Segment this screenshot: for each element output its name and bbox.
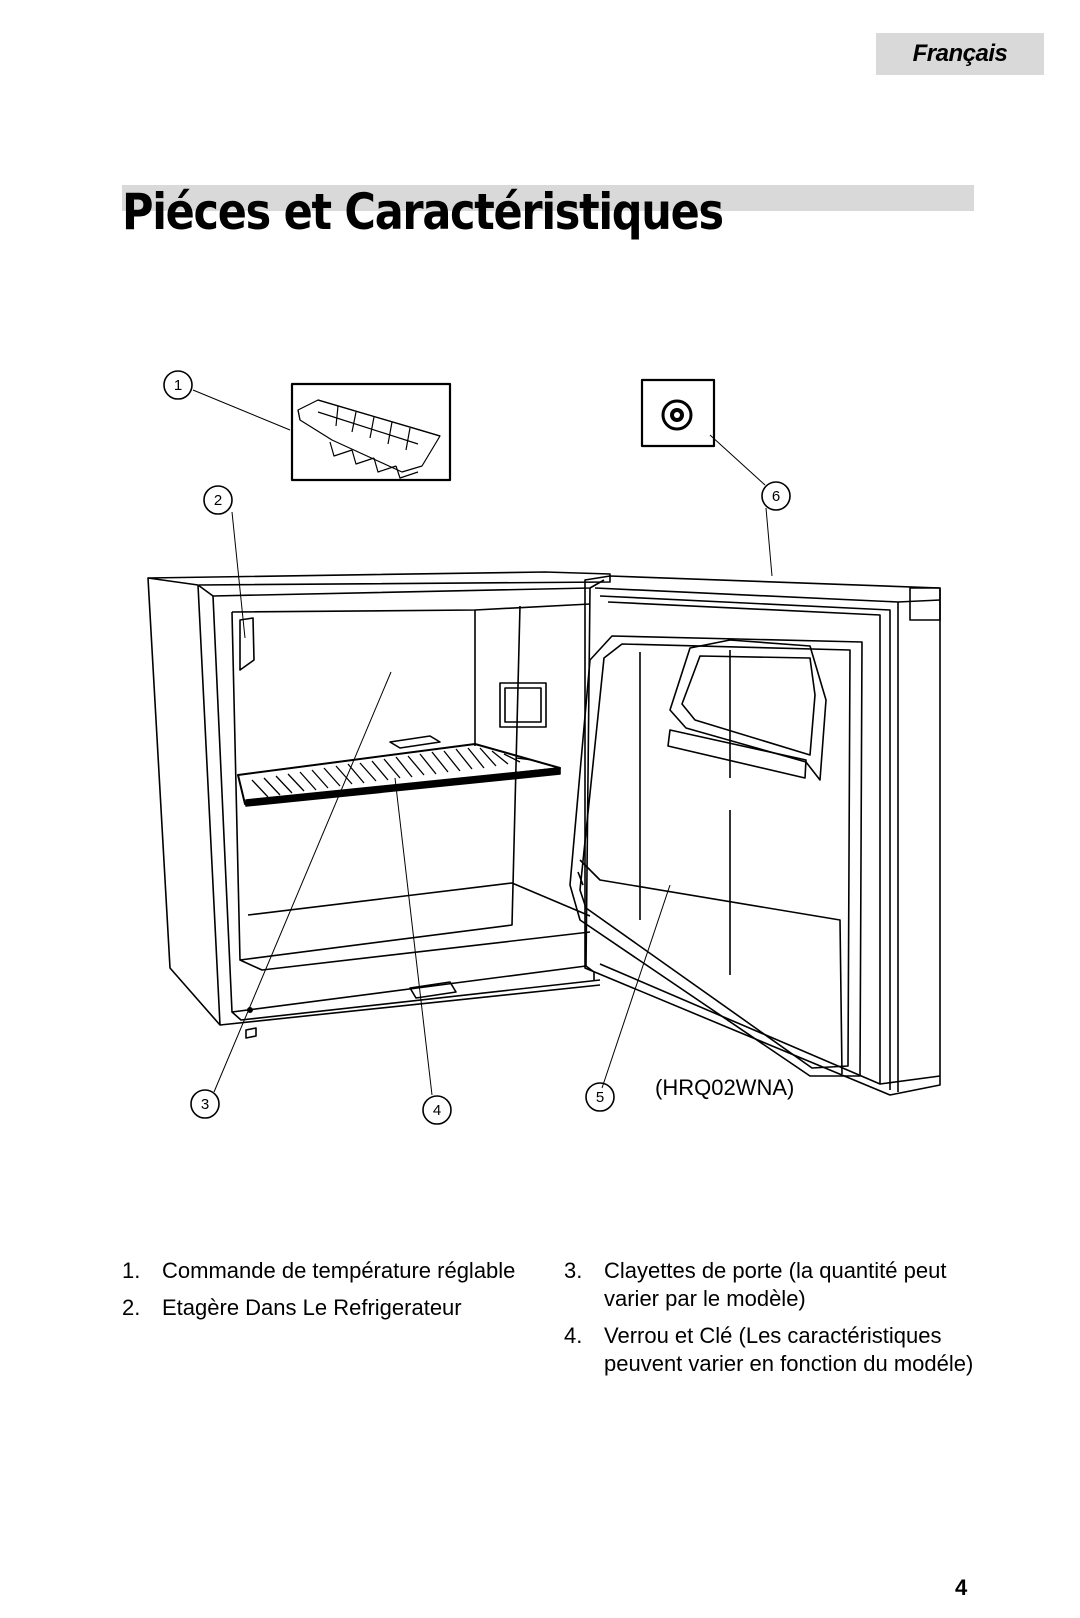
- callout-1: 1: [163, 370, 193, 400]
- refrigerator-door: [569, 575, 941, 1096]
- list-item-text: Verrou et Clé (Les caractéristiques peuv…: [604, 1323, 974, 1376]
- svg-text:5: 5: [596, 1089, 604, 1106]
- list-item-number: 1.: [122, 1258, 141, 1283]
- callout-6: 6: [761, 481, 791, 511]
- refrigerator-diagram: 1 2 3 4 5 6 (HRQ02WNA): [0, 360, 1080, 1160]
- lock-inset: [640, 378, 716, 448]
- list-item-number: 2.: [122, 1295, 141, 1320]
- svg-text:6: 6: [772, 488, 780, 505]
- svg-text:3: 3: [201, 1096, 209, 1113]
- page-title: Piéces et Caractéristiques: [122, 183, 724, 241]
- list-item-text: Clayettes de porte (la quantité peut var…: [604, 1258, 947, 1311]
- language-tab: Français: [876, 33, 1044, 75]
- parts-list-left: 1. Commande de température réglable 2. E…: [122, 1257, 552, 1331]
- list-item-text: Etagère Dans Le Refrigerateur: [162, 1295, 462, 1320]
- list-item-number: 3.: [564, 1258, 583, 1283]
- svg-text:4: 4: [433, 1102, 441, 1119]
- refrigerator-cabinet: [147, 571, 611, 1039]
- list-item: 4. Verrou et Clé (Les caractéristiques p…: [564, 1322, 974, 1378]
- model-label: (HRQ02WNA): [655, 1075, 794, 1100]
- svg-text:2: 2: [214, 492, 222, 509]
- page-number: 4: [955, 1575, 968, 1600]
- callout-3: 3: [190, 1089, 220, 1119]
- list-item-number: 4.: [564, 1323, 583, 1348]
- callout-leaders: [192, 389, 773, 1096]
- callout-5: 5: [585, 1082, 615, 1112]
- list-item: 3. Clayettes de porte (la quantité peut …: [564, 1257, 974, 1313]
- list-item: 2. Etagère Dans Le Refrigerateur: [122, 1294, 552, 1322]
- callout-4: 4: [422, 1095, 452, 1125]
- callout-2: 2: [203, 485, 233, 515]
- parts-list-right: 3. Clayettes de porte (la quantité peut …: [564, 1257, 974, 1387]
- title-underbar: [122, 185, 974, 211]
- ice-tray-inset: [290, 382, 452, 482]
- list-item: 1. Commande de température réglable: [122, 1257, 552, 1285]
- ice-tray-icon: [297, 399, 441, 479]
- list-item-text: Commande de température réglable: [162, 1258, 516, 1283]
- svg-text:1: 1: [174, 377, 182, 394]
- lock-icon: [661, 399, 693, 431]
